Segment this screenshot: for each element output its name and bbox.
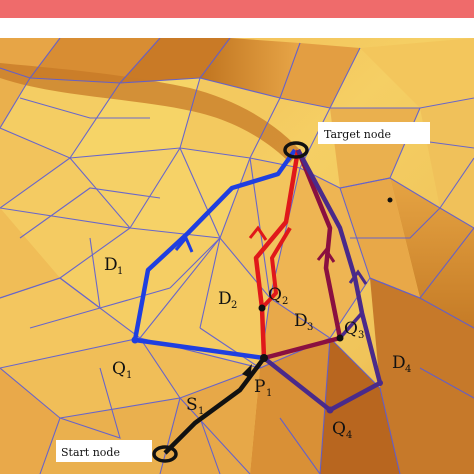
node-markers [131,197,393,414]
label-d1: D [104,255,118,275]
red-arrowhead [248,225,268,241]
ridge-band [0,63,300,163]
label-d1-sub: 1 [117,266,123,277]
label-p1: P [254,377,265,397]
target-label-bg [318,122,430,144]
label-p1-sub: 1 [266,388,272,399]
start-node-label: Start node [61,446,120,459]
label-q3: Q [344,319,358,339]
label-s1-sub: 1 [198,406,204,417]
path-darkred [263,149,343,361]
black-arrowhead [242,364,252,378]
label-q4: Q [332,419,346,439]
label-d4-sub: 4 [405,364,411,375]
top-color-band [0,0,474,18]
mesh-lines [0,38,474,474]
label-d4: D [392,353,406,373]
label-q4-sub: 4 [346,430,352,441]
label-q2-sub: 2 [282,296,288,307]
top-white-gap [0,18,474,38]
label-q3-sub: 3 [358,330,364,341]
path-red-branch [260,226,292,310]
darkred-arrowhead [316,247,336,263]
label-d3: D [294,311,308,331]
label-d2: D [218,289,232,309]
mesh-surface: Target node Start node D 1 D 2 D 3 D 4 Q… [0,38,474,474]
start-label-bg [56,440,152,462]
label-s1: S [186,395,198,415]
purple-arrowhead [348,269,368,285]
blue-arrowhead [174,235,194,253]
path-red [253,149,301,359]
start-node-marker [152,445,178,463]
path-black-start [163,356,266,455]
label-q1-sub: 1 [126,370,132,381]
label-q1: Q [112,359,126,379]
label-q2: Q [268,285,282,305]
target-node-marker [283,141,309,159]
path-purple-link [338,311,364,340]
target-node-label: Target node [324,128,391,141]
label-d2-sub: 2 [231,300,237,311]
mesh-svg: Target node Start node D 1 D 2 D 3 D 4 Q… [0,38,474,474]
label-d3-sub: 3 [307,322,313,333]
